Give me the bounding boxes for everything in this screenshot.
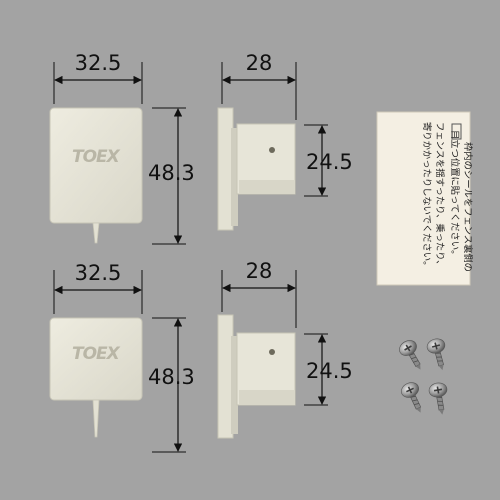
cap-height-dimension-top: 48.3 [148,107,195,245]
bracket-width-dimension-bottom: 28 [221,259,297,328]
bracket-height-label-top: 24.5 [306,150,353,174]
cap-height-dimension-bottom: 48.3 [148,317,195,453]
bracket-piece-top [217,107,296,231]
sticker-line-3: フェンスを揺すったり、乗ったり、 [434,122,446,269]
sticker-line-4: 寄りかかったりしないでください。 [421,122,433,270]
brand-logo-bottom: TOEX [72,344,121,364]
brand-logo-top: TOEX [72,147,121,167]
bracket-piece-bottom [217,314,296,439]
cap-height-label-bottom: 48.3 [148,365,195,389]
cap-width-dimension-bottom: 32.5 [53,261,143,314]
sticker-line-1: 枠内のシールをフェンス裏側の [462,142,474,272]
bracket-width-label-top: 28 [246,51,273,75]
bracket-width-dimension-top: 28 [221,51,297,120]
bracket-height-dimension-top: 24.5 [304,124,353,197]
screw-group [399,338,448,415]
instruction-sticker: 枠内のシールをフェンス裏側の 目立つ位置に貼ってください。 フェンスを揺すったり… [376,111,474,286]
cap-piece-top: TOEX [49,107,143,244]
bracket-height-label-bottom: 24.5 [306,359,353,383]
cap-piece-bottom: TOEX [49,317,143,438]
screw-1 [399,340,421,370]
screw-4 [428,382,448,415]
bracket-width-label-bottom: 28 [246,259,273,283]
screw-3 [401,382,422,413]
cap-width-label-top: 32.5 [75,51,122,75]
cap-height-label-top: 48.3 [148,161,195,185]
sticker-line-2: 目立つ位置に貼ってください。 [449,130,461,259]
cap-width-dimension-top: 32.5 [53,51,143,104]
cap-width-label-bottom: 32.5 [75,261,122,285]
bracket-height-dimension-bottom: 24.5 [304,333,353,406]
screw-2 [426,338,446,371]
